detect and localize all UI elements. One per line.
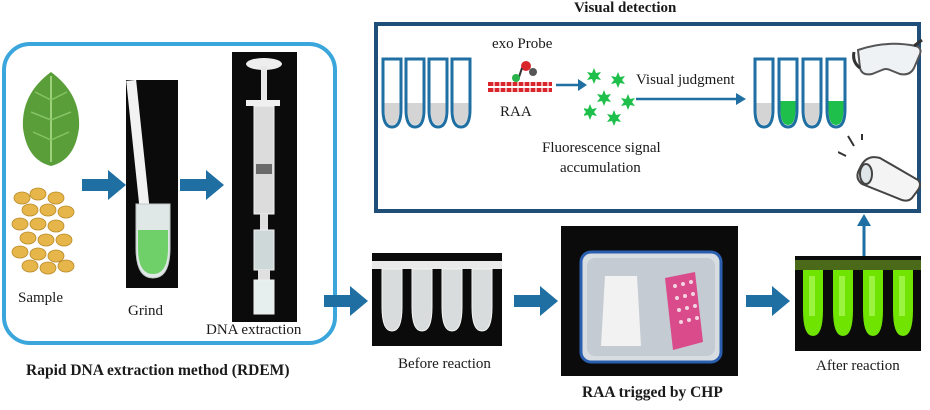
arrow-rdem-to-before xyxy=(324,286,368,316)
after-reaction-photo xyxy=(795,256,921,351)
visual-judgment-label: Visual judgment xyxy=(636,72,735,88)
rdem-panel xyxy=(2,42,337,345)
soybeans-icon xyxy=(11,187,75,275)
sample-label: Sample xyxy=(18,290,63,306)
grind-label: Grind xyxy=(128,303,163,319)
before-reaction-photo xyxy=(372,253,502,346)
fluorescence-label-1: Fluorescence signal xyxy=(542,140,661,156)
visual-detection-title: Visual detection xyxy=(574,0,677,16)
rdem-title: Rapid DNA extraction method (RDEM) xyxy=(26,362,290,379)
arrow-grind-to-extraction xyxy=(180,170,224,200)
raa-chp-photo xyxy=(561,226,738,376)
arrow-chp-to-after xyxy=(746,286,790,316)
green-tubes-icon xyxy=(753,57,847,129)
raa-label: RAA xyxy=(500,104,532,120)
arrow-to-fluorescence xyxy=(556,79,587,91)
grind-photo xyxy=(126,80,178,288)
uv-flashlight-icon xyxy=(838,134,921,202)
dna-extraction-label: DNA extraction xyxy=(206,322,302,338)
arrow-sample-to-grind xyxy=(82,170,126,200)
fluorescence-signal-icon xyxy=(584,68,635,126)
arrow-before-to-chp xyxy=(514,286,558,316)
exo-probe-label: exo Probe xyxy=(492,36,553,52)
raa-probe-icon xyxy=(488,61,552,92)
raa-chp-label: RAA trigged by CHP xyxy=(582,384,723,401)
before-reaction-label: Before reaction xyxy=(398,356,491,372)
arrow-up-to-visual xyxy=(857,214,871,256)
dna-extraction-photo xyxy=(232,52,297,322)
arrow-to-green-tubes xyxy=(636,93,746,105)
goggles-icon xyxy=(852,38,923,76)
after-reaction-label: After reaction xyxy=(816,358,900,374)
leaf-icon xyxy=(22,72,80,166)
visual-detection-panel xyxy=(374,22,921,213)
fluorescence-label-2: accumulation xyxy=(560,160,641,176)
empty-tubes-icon xyxy=(381,57,472,129)
